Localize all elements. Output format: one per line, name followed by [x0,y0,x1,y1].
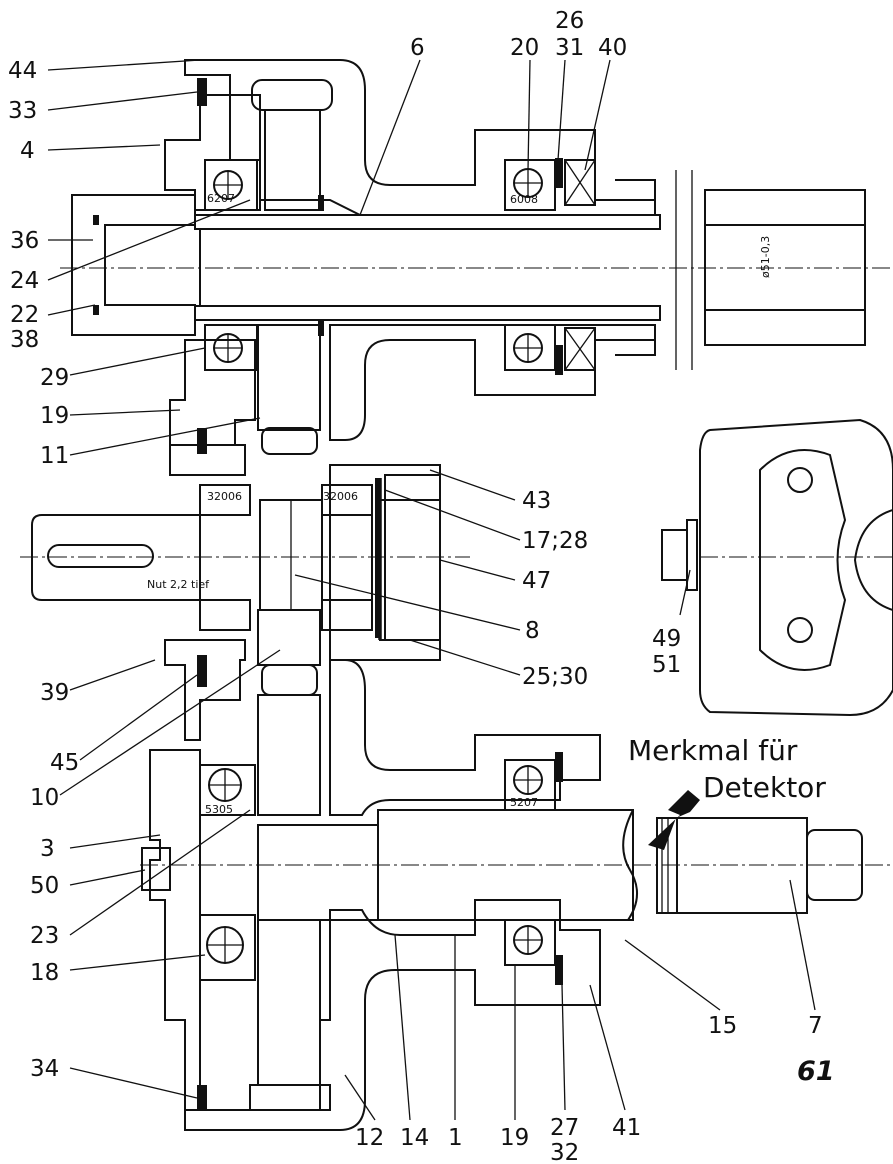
label-10: 10 [30,785,59,811]
inset-view [661,418,893,717]
groove-note: Nut 2,2 tief [147,578,210,591]
figure-number: 61 [797,1056,835,1087]
keyway [47,544,154,568]
label-26: 26 [555,8,584,34]
bearing-32006-right-label: 32006 [323,490,358,503]
housing-lower [329,659,601,816]
label-41: 41 [612,1115,641,1141]
label-32: 32 [550,1140,579,1164]
shaft-lower-left [257,824,379,921]
bearing-5305-top [199,764,256,816]
bearing-5305-label: 5305 [205,803,233,816]
feature-note-line1: Merkmal für [628,734,798,767]
hollow-shaft-wall-bottom [194,305,661,321]
gears [249,79,333,1111]
bearing-32006-left-b [199,599,251,631]
gear-12-lower [257,919,321,1086]
label-47: 47 [522,568,551,594]
label-31: 31 [555,35,584,61]
label-40: 40 [598,35,627,61]
housing-upper-cover [184,59,656,216]
gear-upper [264,109,321,211]
label-34: 34 [30,1056,59,1082]
gear-12 [257,694,321,816]
part-labels: 44 33 4 36 24 22 38 29 19 11 39 45 10 3 … [8,8,823,1164]
label-18: 18 [30,960,59,986]
output-shaft-7 [140,790,890,921]
label-14: 14 [400,1125,429,1151]
bearing-32006-left-label: 32006 [207,490,242,503]
bearing-6207-upper [204,159,258,211]
label-19-lower: 19 [500,1125,529,1151]
seal-40-top [564,159,596,206]
label-23: 23 [30,923,59,949]
housing-left-lower-cover [149,749,201,1111]
bearing-6008-label: 6008 [510,193,538,206]
label-36: 36 [10,228,39,254]
label-24: 24 [10,268,39,294]
label-7: 7 [808,1013,823,1039]
housing-left-hub [71,194,196,336]
plug-50 [141,847,171,891]
label-8: 8 [525,618,540,644]
label-17-28: 17;28 [522,528,588,554]
inset-outline [699,418,893,717]
housing-intermediate-left [164,639,246,741]
label-19-upper: 19 [40,403,69,429]
label-44: 44 [8,58,37,84]
label-12: 12 [355,1125,384,1151]
housing-left-lug [169,444,246,476]
housing [71,59,656,1131]
housing-left-upper-flange [164,94,261,211]
label-25-30: 25;30 [522,664,588,690]
label-33: 33 [8,98,37,124]
label-29: 29 [40,365,69,391]
label-39: 39 [40,680,69,706]
label-38: 38 [10,327,39,353]
gear-10 [257,609,321,666]
right-sleeve-bottom [704,309,866,346]
label-11: 11 [40,443,69,469]
dimension-label: ø51-0,3 [759,236,772,278]
detector-arrow [648,790,700,850]
label-4: 4 [20,138,35,164]
label-20: 20 [510,35,539,61]
label-45: 45 [50,750,79,776]
label-6: 6 [410,35,425,61]
label-27: 27 [550,1115,579,1141]
label-49: 49 [652,626,681,652]
bearing-6207-label: 6207 [207,192,235,205]
seals [93,78,563,1110]
right-sleeve [704,189,866,226]
housing-left-mid [169,339,256,446]
leader-lines [47,59,816,1121]
seal-40-bottom [564,327,596,371]
label-3: 3 [40,836,55,862]
gear-11 [257,324,321,431]
housing-lower-bottom [184,899,601,1131]
end-cap-47 [384,474,441,641]
label-43: 43 [522,488,551,514]
inset-bolt [661,529,688,581]
hollow-shaft-wall-top [194,214,661,230]
bearing-5305-bottom [199,914,256,981]
feature-note-line2: Detektor [703,771,826,804]
bearing-5207-label: 5207 [510,796,538,809]
housing-upper-lower-wall [329,324,656,441]
shaft-left-end [31,514,201,601]
label-50: 50 [30,873,59,899]
label-51: 51 [652,652,681,678]
label-22: 22 [10,302,39,328]
label-15: 15 [708,1013,737,1039]
label-1: 1 [448,1125,463,1151]
